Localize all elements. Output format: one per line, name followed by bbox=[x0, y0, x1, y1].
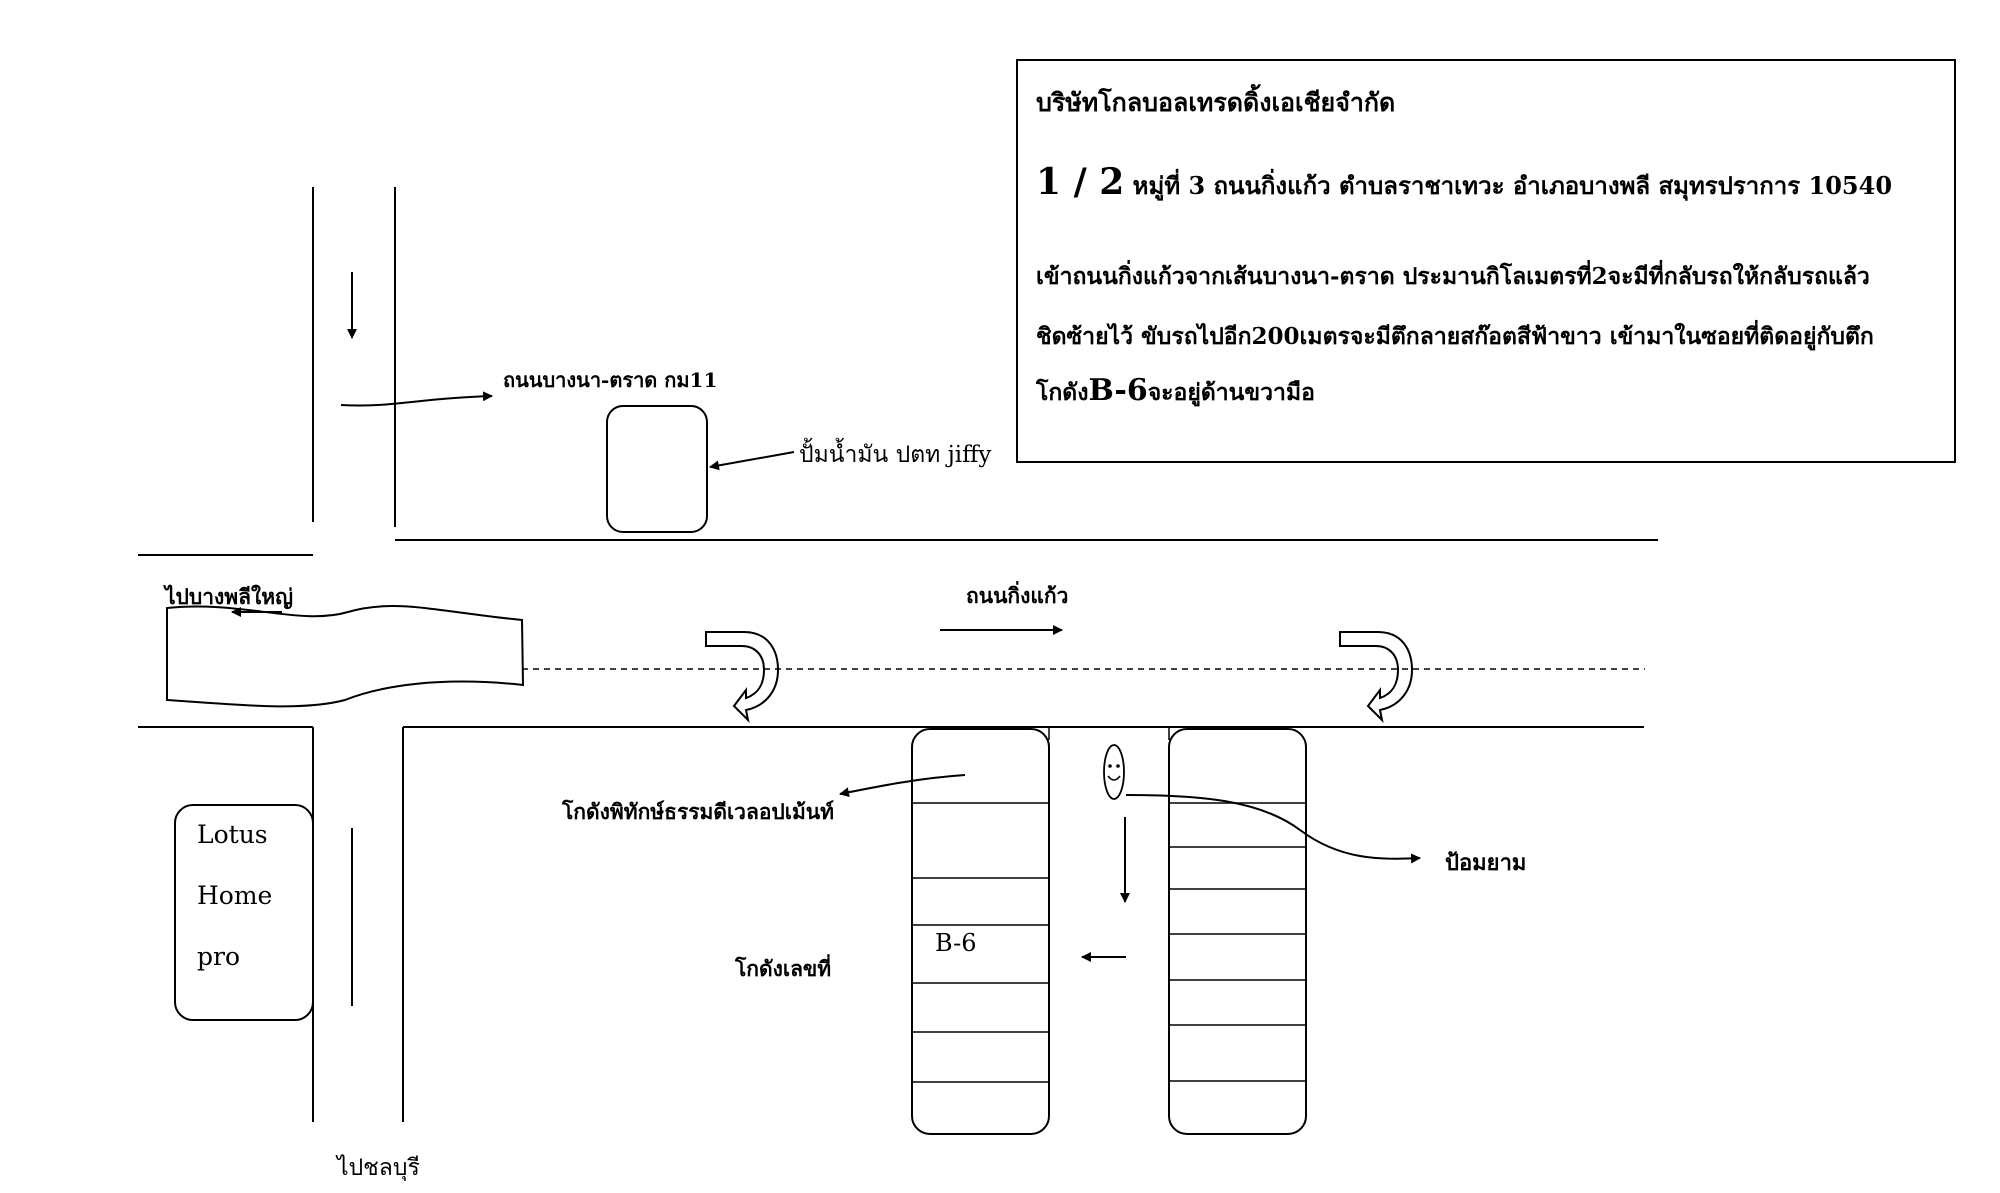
bangna-label-arrow bbox=[340, 391, 493, 407]
security-guard-arrow bbox=[1125, 794, 1421, 864]
security-guard-label: ป้อมยาม bbox=[1445, 850, 1527, 876]
gas-station-box bbox=[606, 405, 708, 533]
directions-line-3-pre: โกดัง bbox=[1036, 379, 1089, 406]
gas-station-label: ปั้มน้ำมัน ปตท jiffy bbox=[799, 442, 992, 468]
address-info-box: บริษัทโกลบอลเทรดดิ้งเอเชียจำกัด 1 / 2 หม… bbox=[1016, 59, 1956, 463]
directions-warehouse-code: B-6 bbox=[1088, 373, 1148, 408]
store-word-home: Home bbox=[197, 881, 273, 910]
to-bang-phli-yai-label: ไปบางพลีใหญ่ bbox=[165, 584, 293, 609]
bangna-trat-road-label: ถนนบางนา-ตราด กม11 bbox=[503, 368, 718, 392]
warehouse-building-left bbox=[911, 728, 1050, 1135]
phithak-label-arrow bbox=[839, 774, 966, 798]
directions-line-3: โกดังB-6จะอยู่ด้านขวามือ bbox=[1036, 373, 1315, 411]
warehouse-code-label: B-6 bbox=[935, 929, 977, 957]
company-name: บริษัทโกลบอลเทรดดิ้งเอเชียจำกัด bbox=[1036, 88, 1396, 117]
warehouse-building-right bbox=[1168, 728, 1307, 1135]
smiley-face-icon bbox=[1103, 744, 1125, 800]
directions-line-1: เข้าถนนกิ่งแก้วจากเส้นบางนา-ตราด ประมานก… bbox=[1036, 263, 1870, 290]
address-line: 1 / 2 หมู่ที่ 3 ถนนกิ่งแก้ว ตำบลราชาเทวะ… bbox=[1036, 161, 1892, 205]
lotus-home-pro-box bbox=[174, 804, 314, 1021]
address-number: 1 / 2 bbox=[1036, 161, 1125, 203]
king-kaew-road-label: ถนนกิ่งแก้ว bbox=[966, 583, 1069, 608]
u-turn-icon bbox=[1339, 631, 1414, 724]
to-chonburi-label: ไปชลบุรี bbox=[337, 1155, 420, 1181]
u-turn-icon bbox=[705, 631, 780, 724]
warehouse-phithak-label: โกดังพิทักษ์ธรรมดีเวลอปเม้นท์ bbox=[562, 799, 834, 824]
store-word-pro: pro bbox=[197, 942, 241, 971]
gas-station-arrow bbox=[709, 451, 795, 471]
directions-line-2: ชิดซ้ายไว้ ขับรถไปอีก200เมตรจะมีตึกลายสก… bbox=[1036, 323, 1874, 350]
bang-phli-yai-banner-outline bbox=[166, 605, 525, 708]
directions-line-3-post: จะอยู่ด้านขวามือ bbox=[1147, 379, 1315, 406]
warehouse-number-label: โกดังเลขที่ bbox=[735, 956, 832, 981]
address-rest: หมู่ที่ 3 ถนนกิ่งแก้ว ตำบลราชาเทวะ อำเภอ… bbox=[1132, 171, 1893, 200]
store-word-lotus: Lotus bbox=[197, 820, 268, 849]
